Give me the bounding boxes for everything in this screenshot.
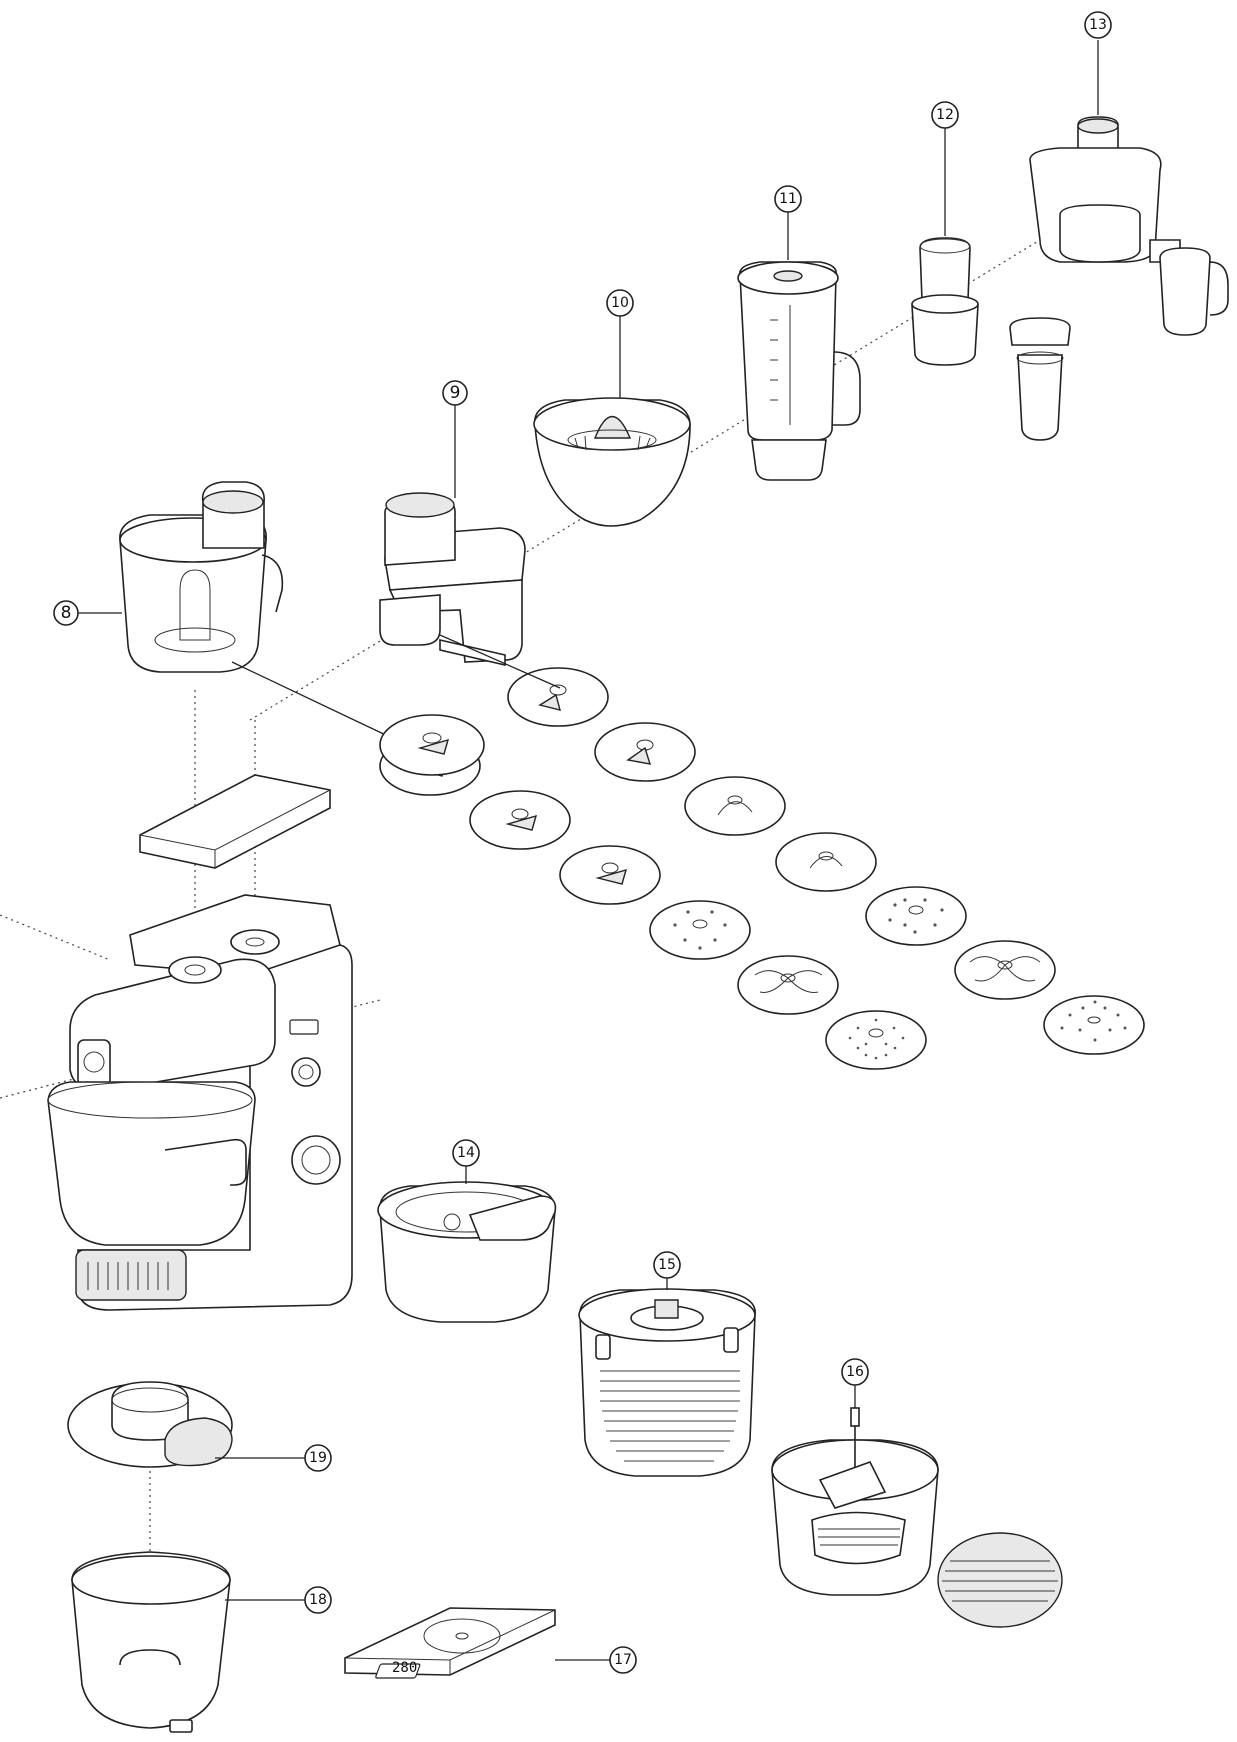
disc-o — [379, 714, 485, 776]
callout-19: 19 — [304, 1444, 332, 1472]
medium-speed-outlet — [230, 929, 280, 955]
disc-f — [954, 940, 1056, 1000]
callout-16-number: 16 — [846, 1364, 864, 1380]
callout-12: 12 — [931, 101, 959, 129]
disc-set — [379, 667, 1145, 1070]
blender — [737, 261, 861, 481]
disc-e — [865, 886, 967, 946]
ice-cream-maker — [377, 1181, 557, 1323]
steamer-basket — [578, 1288, 756, 1477]
disc-c — [684, 776, 786, 836]
outlet-cover — [139, 774, 331, 869]
disc-d — [775, 832, 877, 892]
callout-14: 14 — [452, 1139, 480, 1167]
disc-a — [507, 667, 609, 727]
kitchen-scale: 280 — [344, 1607, 556, 1679]
callout-15-number: 15 — [658, 1257, 676, 1273]
callout-18-number: 18 — [309, 1592, 327, 1608]
callout-8: 8 — [53, 600, 79, 626]
callout-11: 11 — [774, 185, 802, 213]
callout-16: 16 — [841, 1358, 869, 1386]
scale-display — [375, 1663, 421, 1679]
callout-10-number: 10 — [611, 295, 629, 311]
dicing-attachment — [379, 492, 526, 667]
callout-18: 18 — [304, 1586, 332, 1614]
callout-13-number: 13 — [1089, 17, 1107, 33]
speed-knob — [291, 1135, 341, 1185]
mixing-bowl — [71, 1551, 231, 1733]
mixer-display — [289, 1019, 319, 1035]
callout-11-number: 11 — [779, 191, 797, 207]
disc-i — [469, 790, 571, 850]
callout-12-number: 12 — [936, 107, 954, 123]
callout-8-number: 8 — [61, 603, 72, 623]
slow-speed-outlet — [168, 956, 222, 984]
callout-10: 10 — [606, 289, 634, 317]
sieve — [771, 1407, 1063, 1628]
disc-l — [737, 955, 839, 1015]
callout-13: 13 — [1084, 11, 1112, 39]
disc-g — [1043, 995, 1145, 1055]
disc-j — [559, 845, 661, 905]
citrus-juicer — [533, 397, 691, 527]
scale-display-reading: 280 — [392, 1660, 417, 1676]
speed-badge — [77, 1039, 111, 1087]
pouring-shield — [67, 1381, 233, 1468]
temperature-knob — [291, 1057, 321, 1087]
disc-k — [649, 900, 751, 960]
callout-17-number: 17 — [614, 1652, 632, 1668]
food-processor — [119, 481, 284, 673]
centrifugal-juicer — [1029, 116, 1229, 336]
callout-14-number: 14 — [457, 1145, 475, 1161]
leader-lines — [78, 40, 1099, 1661]
disc-b — [594, 722, 696, 782]
callout-15: 15 — [653, 1251, 681, 1279]
callout-17: 17 — [609, 1646, 637, 1674]
base-logo-band — [75, 1249, 187, 1301]
stand-mixer — [47, 894, 353, 1311]
callout-9: 9 — [442, 380, 468, 406]
disc-m — [825, 1010, 927, 1070]
mini-grinder — [911, 237, 1071, 441]
callout-9-number: 9 — [450, 383, 461, 403]
steamer-perforation — [600, 1370, 740, 1462]
callout-19-number: 19 — [309, 1450, 327, 1466]
